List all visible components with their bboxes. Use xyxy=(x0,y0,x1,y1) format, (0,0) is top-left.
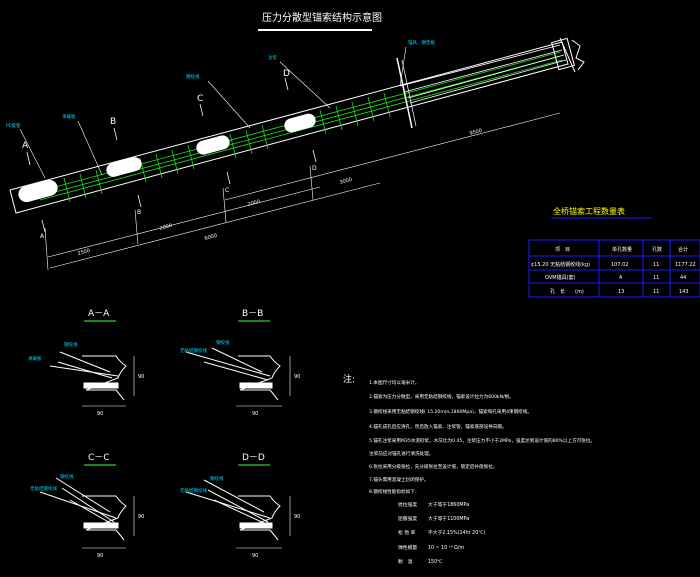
anchor-head xyxy=(551,37,585,73)
section-aa-dim-h: 90 xyxy=(138,374,144,380)
table-r1-c4: 1177.22 xyxy=(675,262,696,268)
table-r2-c2: 4 xyxy=(619,275,622,281)
section-aa-title: A－A xyxy=(88,309,110,319)
section-letter-b-top: B xyxy=(110,117,116,127)
section-dd: D－D 90 90 无粘结钢绞线 钢绞线 xyxy=(180,453,300,559)
section-bb-title: B－B xyxy=(242,309,263,319)
section-aa-dim-w: 90 xyxy=(97,411,103,417)
note-5: 5.锚孔注浆采用M35水泥砂浆，水灰比为0.45，注浆压力不小于2MPa，强度达… xyxy=(369,437,595,444)
section-letter-d-bottom: D xyxy=(312,165,317,172)
note-8: 8.钢绞线性能指标如下： xyxy=(369,488,419,495)
label-bearing-plate: 承载板 xyxy=(62,113,76,120)
face-plate-line xyxy=(396,57,413,129)
note-7: 7.锚头需用混凝土封闭保护。 xyxy=(369,476,429,483)
bearing-plate-2 xyxy=(106,157,142,177)
section-bb-callout-1: 无粘结钢绞线 xyxy=(180,347,207,354)
quantity-table: 全桥锚索工程数量表 项 目 单孔数量 孔数 合计 ¢15.20 无粘结钢绞线(k… xyxy=(528,206,700,298)
table-r1-c3: 11 xyxy=(653,262,659,268)
section-cc-title: C－C xyxy=(88,453,110,463)
note-6: 6.张拉采用分级张拉，先分级张拉至设计值，锁定后补偿张拉。 xyxy=(369,463,497,470)
spec-4-value: 10 ~ 10 ¹⁴ Ω/m xyxy=(428,545,464,551)
table-header-total: 合计 xyxy=(678,246,688,253)
spec-5-value: 150℃ xyxy=(428,559,443,565)
table-r2-c3: 11 xyxy=(653,275,659,281)
section-dd-dim-h: 90 xyxy=(294,514,300,520)
table-header-unit-qty: 单孔数量 xyxy=(612,246,632,253)
section-bb-dim-h: 90 xyxy=(294,374,300,380)
dim-3000: 3000 xyxy=(339,177,353,186)
label-sleeve: PE套管 xyxy=(6,122,21,129)
drawing-title: 压力分散型锚索结构示意图 xyxy=(262,11,382,24)
section-letter-b-bottom: B xyxy=(137,209,141,216)
table-r2-c4: 44 xyxy=(680,275,686,281)
section-letter-d-top: D xyxy=(283,69,290,79)
section-cc-callout-2: 钢绞线 xyxy=(60,473,74,480)
spec-2-key: 屈服强度 xyxy=(398,515,417,522)
spec-1-key: 抗拉强度 xyxy=(398,501,417,508)
notes-header: 注: xyxy=(343,373,355,385)
section-dd-callout-1: 无粘结钢绞线 xyxy=(180,487,207,494)
note-2: 2.锚索为压力分散型，采用无粘结钢绞线，锚索设计拉力为600kN/根。 xyxy=(369,393,514,400)
table-header-holes: 孔数 xyxy=(652,246,662,253)
anchor-tube-outline xyxy=(9,41,569,214)
dim-2500: 2500 xyxy=(77,248,91,257)
section-dd-title: D－D xyxy=(242,453,265,463)
label-steel-strand: 钢绞线 xyxy=(186,73,200,80)
label-grout: 注浆 xyxy=(268,54,277,61)
table-r3-c3: 11 xyxy=(653,289,659,295)
notes: 注: 1.本图尺寸均以毫米计。 2.锚索为压力分散型，采用无粘结钢绞线，锚索设计… xyxy=(343,373,595,565)
table-header-item: 项 目 xyxy=(555,247,570,253)
section-aa-callout-1: 钢绞线 xyxy=(64,341,78,348)
note-4: 4.锚孔成孔后应清孔，然后放入锚索、注浆管，锚索底部设导向帽。 xyxy=(369,423,507,430)
section-aa-callout-2: 承载板 xyxy=(28,355,42,362)
section-cc-dim-h: 90 xyxy=(138,514,144,520)
section-cc-dim-w: 90 xyxy=(97,553,103,559)
table-r1-c1: ¢15.20 无粘结钢绞线(kg) xyxy=(531,261,590,268)
section-letter-c-top: C xyxy=(197,94,203,104)
section-letter-a-bottom: A xyxy=(40,233,45,240)
bearing-plates xyxy=(18,113,316,203)
dim-2000b: 2000 xyxy=(247,199,261,208)
spec-3-value: 不大于2.15%(24hr 20℃) xyxy=(428,529,486,536)
section-letter-c-bottom: C xyxy=(225,187,229,194)
bearing-plate-3 xyxy=(196,135,230,155)
hatching xyxy=(63,92,391,203)
spec-4-key: 弹性模量 xyxy=(398,544,417,551)
section-cut-marks xyxy=(26,77,317,233)
section-bb-dim-w: 90 xyxy=(252,411,258,417)
spec-2-value: 大于等于1100MPa xyxy=(428,515,469,522)
table-r3-c1: 孔 长 (m) xyxy=(550,288,584,295)
section-bb-callout-2: 钢绞线 xyxy=(216,339,230,346)
dim-6000: 6000 xyxy=(204,233,218,242)
note-1: 1.本图尺寸均以毫米计。 xyxy=(369,379,419,386)
table-r3-c4: 143 xyxy=(679,289,689,295)
note-5b: 注浆前应对锚孔进行清洗处理。 xyxy=(369,450,433,457)
section-letter-a-top: A xyxy=(22,141,29,151)
table-title: 全桥锚索工程数量表 xyxy=(553,206,625,216)
bearing-plate-4 xyxy=(284,113,316,133)
dim-2000a: 2000 xyxy=(159,223,173,232)
dim-9500: 9500 xyxy=(469,128,483,137)
table-r1-c2: 107.02 xyxy=(611,262,629,268)
strands-near-head xyxy=(399,44,567,104)
label-anchor-head: 锚具、钢垫板 xyxy=(408,39,435,46)
section-dd-callout-2: 钢绞线 xyxy=(210,475,224,482)
table-r3-c2: 13 xyxy=(618,289,624,295)
dimension-lines xyxy=(44,112,561,271)
section-bb: B－B 90 90 无粘结钢绞线 钢绞线 xyxy=(180,309,300,417)
spec-5-key: 耐 温 xyxy=(398,558,413,565)
bearing-plate-1 xyxy=(18,179,58,203)
section-cc-callout-1: 无粘结钢绞线 xyxy=(30,485,57,492)
section-cc: C－C 90 90 无粘结钢绞线 钢绞线 xyxy=(30,453,144,559)
section-aa: A－A 90 90 钢绞线 承载板 xyxy=(28,309,144,417)
section-dd-dim-w: 90 xyxy=(252,553,258,559)
spec-3-key: 松 弛 率 xyxy=(398,529,416,536)
note-3: 3.钢绞线采用无粘结钢绞线( 15.20mm,1860Mpa)，锚索每孔采用4束… xyxy=(369,408,532,415)
callouts: PE套管 承载板 钢绞线 注浆 锚具、钢垫板 xyxy=(6,39,435,179)
table-r2-c1: OVM锚具(套) xyxy=(545,274,576,281)
anchor-body xyxy=(9,37,585,214)
spec-1-value: 大于等于1860MPa xyxy=(428,501,469,508)
